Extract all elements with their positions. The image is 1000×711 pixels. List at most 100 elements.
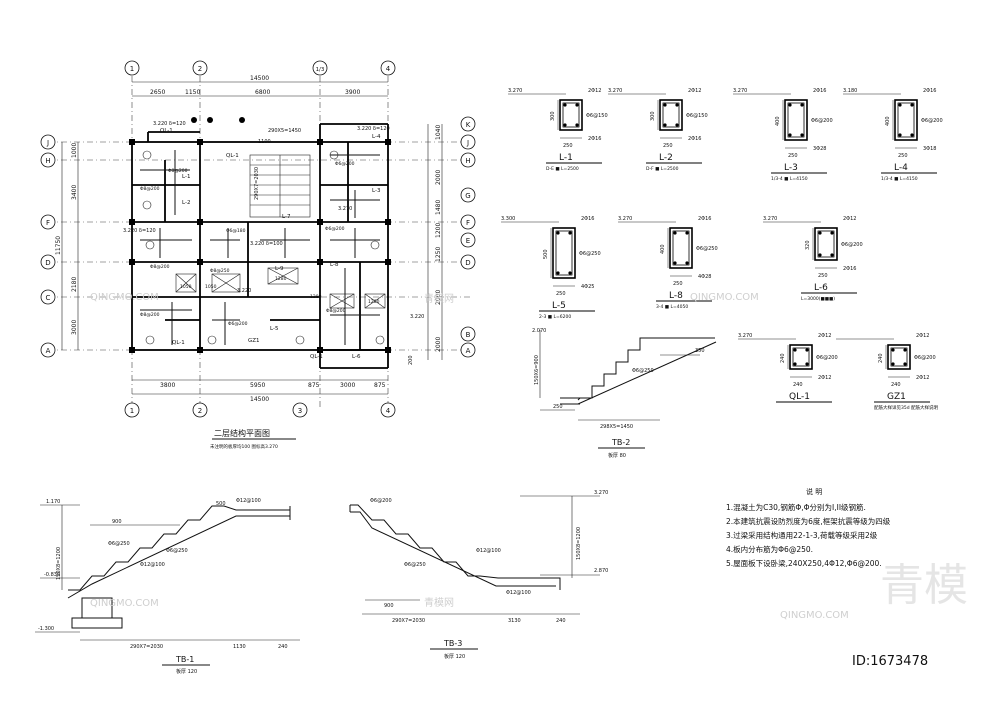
tb2-w2: 250 (553, 404, 563, 410)
notes-title: 说 明 (806, 487, 822, 496)
beam-stirrup: Φ6@200 (921, 118, 943, 124)
beam-outline (552, 227, 576, 279)
tb3-tread: 290X7=2030 (392, 618, 425, 624)
rebar-mark: Φ8@200 (168, 168, 188, 174)
stirrup (792, 347, 810, 367)
tb2-rise: 150X6=900 (534, 355, 540, 385)
rebar-dot (675, 103, 679, 107)
rebar-mark: Φ8@200 (326, 308, 346, 314)
beam-bottom-rebar: 3Φ28 (813, 146, 826, 152)
tb3-rebar: Φ12@100 (506, 590, 531, 596)
dim-top: 3900 (345, 89, 360, 96)
beam-width: 250 (818, 273, 828, 279)
rebar-dot (830, 231, 834, 235)
beam-width: 250 (556, 291, 566, 297)
beam-bottom-rebar: 2Φ16 (688, 136, 701, 142)
beam-width: 250 (898, 153, 908, 159)
tb2-tread: 298X5=1450 (600, 424, 633, 430)
beam-elevation: 3.270 (738, 333, 752, 339)
rebar-dot (818, 253, 822, 257)
axis-label: D (45, 259, 50, 267)
dim-right: 1040 (435, 125, 442, 140)
rebar-dot (891, 362, 895, 366)
rebar-dot (556, 271, 560, 275)
plan-label: L-2 (182, 200, 190, 206)
plan-label: L-8 (330, 262, 339, 268)
beam-height: 240 (780, 353, 786, 363)
tb1-rebar: Φ6@250 (108, 541, 130, 547)
rebar-dot (898, 133, 902, 137)
beam-stirrup: Φ6@150 (586, 113, 608, 119)
beam-elevation: 3.300 (501, 216, 515, 222)
rebar-mark: Φ6@200 (228, 321, 248, 327)
beam-name: L-6 (814, 283, 828, 293)
beam-note: 3-4 ■ L=4050 (656, 304, 688, 310)
slab-mark: 3.220 δ=120 (357, 126, 390, 132)
tb1-w2: 240 (278, 644, 288, 650)
rebar-dot (910, 103, 914, 107)
stair-section-tb2: 2.070 150X6=900 298X5=1450 350 250 Φ6@25… (532, 328, 717, 459)
beam-width: 250 (563, 143, 573, 149)
tb3-name: TB-3 (443, 639, 462, 648)
dim-right: 1480 (435, 200, 442, 215)
dim-right: 2000 (435, 290, 442, 305)
tb3-rebar: Φ12@100 (476, 548, 501, 554)
rebar-dot (910, 133, 914, 137)
tb1-level: -0.830 (44, 572, 60, 578)
stair-symbol (249, 154, 311, 218)
rebar-mark: Φ6@180 (226, 228, 246, 234)
note-item: 1.混凝土为C30,钢筋Φ,Φ分别为I,II级钢筋. (726, 502, 866, 512)
beam-top-rebar: 2Φ12 (916, 333, 929, 339)
rebar-mark: Φ8@200 (140, 186, 160, 192)
beam-name: L-2 (659, 153, 673, 163)
beam-height: 500 (543, 249, 549, 259)
rebar-dot (575, 103, 579, 107)
dim-bottom: 875 (308, 382, 320, 389)
dim-bottom: 5950 (250, 382, 265, 389)
beam-top-rebar: 2Φ12 (688, 88, 701, 94)
axis-label: 3 (298, 407, 302, 415)
rebar-mark: Φ6@200 (325, 226, 345, 232)
beam-elevation: 3.270 (618, 216, 632, 222)
rebar-dot (556, 231, 560, 235)
side-note: 200 (408, 355, 414, 365)
beam-top-rebar: 2Φ12 (843, 216, 856, 222)
beam-height: 320 (805, 240, 811, 250)
beam-height: 400 (660, 244, 666, 254)
beam-stirrup: Φ6@250 (696, 246, 718, 252)
slab-mark: 3.220 δ=120 (123, 228, 156, 234)
beam-top-rebar: 2Φ16 (813, 88, 826, 94)
tb1-thick: 板厚 120 (176, 668, 197, 675)
plan-title: 二层结构平面图 (214, 428, 270, 438)
tb1-rebar: Φ12@100 (236, 498, 261, 504)
beam-bottom-rebar: 4Φ28 (698, 274, 711, 280)
tb3-rise: 150X8=1200 (576, 527, 582, 560)
beam-stirrup: Φ6@150 (686, 113, 708, 119)
rebar-dot (568, 271, 572, 275)
axis-label: 2 (198, 407, 202, 415)
rebar-dot (563, 103, 567, 107)
tb3-w2: 240 (556, 618, 566, 624)
axis-label: 1/3 (316, 67, 325, 73)
note-item: 3.过梁采用结构通用22-1-3,荷载等级采用2级 (726, 530, 878, 540)
slab-mark: 3.220 δ=100 (250, 241, 283, 247)
axis-label: J (46, 139, 49, 147)
beam-name: GZ1 (887, 392, 906, 402)
beam-width: 240 (793, 382, 803, 388)
dim-top: 2650 (150, 89, 165, 96)
dim-right: 1200 (435, 223, 442, 238)
dim-top: 6800 (255, 89, 270, 96)
note-item: 2.本建筑抗震设防烈度为6度,框架抗震等级为四级 (726, 516, 891, 526)
opening-dim: 1050 (180, 284, 192, 290)
dim-top: 1150 (185, 89, 200, 96)
slab-mark: 3.220 δ=120 (153, 121, 186, 127)
beam-width: 250 (788, 153, 798, 159)
beam-top-rebar: 2Φ12 (818, 333, 831, 339)
beam-width: 250 (663, 143, 673, 149)
beam-stirrup: Φ6@200 (811, 118, 833, 124)
stair-dim: 290X5=1450 (268, 128, 301, 134)
stirrup (555, 230, 573, 276)
dim-total-bottom: 14500 (250, 396, 269, 403)
